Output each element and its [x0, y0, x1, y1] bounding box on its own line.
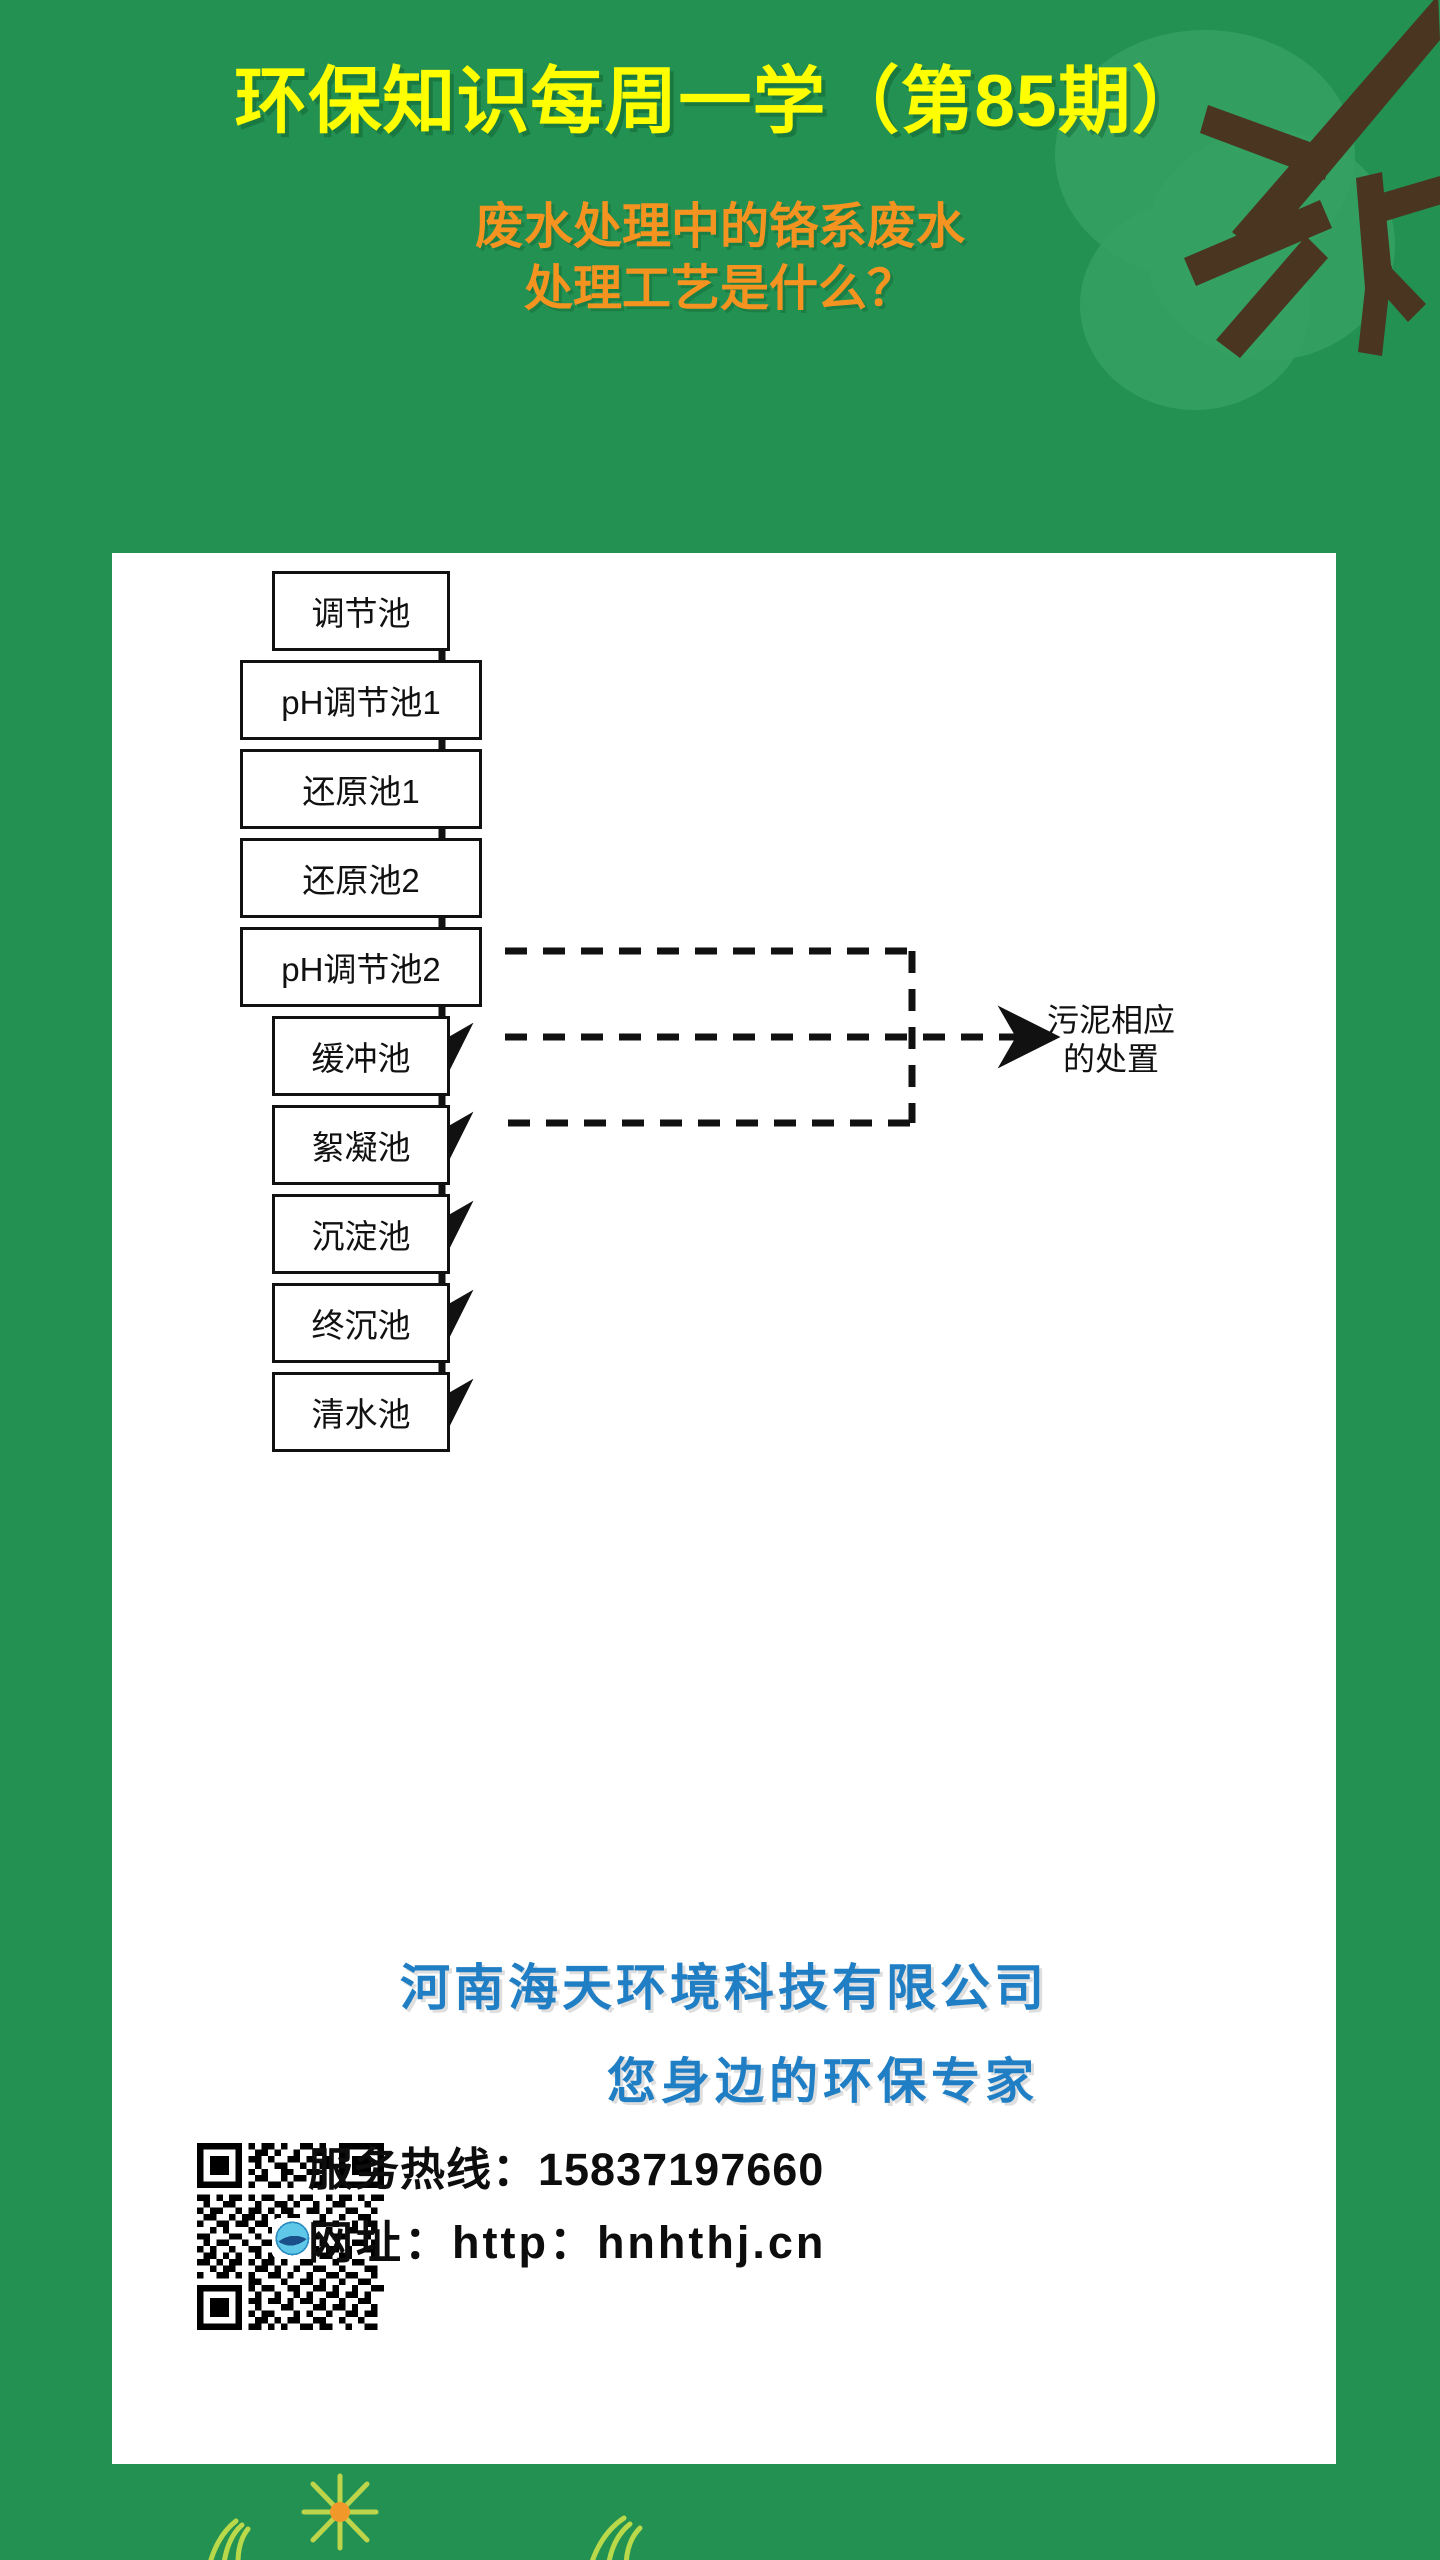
flow-node-5[interactable]: pH调节池2	[240, 927, 482, 1007]
flow-node-1[interactable]: 调节池	[272, 571, 450, 651]
flow-node-6[interactable]: 缓冲池	[272, 1016, 450, 1096]
flow-node-3[interactable]: 还原池1	[240, 749, 482, 829]
flow-node-8[interactable]: 沉淀池	[272, 1194, 450, 1274]
flow-node-4[interactable]: 还原池2	[240, 838, 482, 918]
flow-node-7[interactable]: 絮凝池	[272, 1105, 450, 1185]
grass-icon	[208, 2518, 251, 2560]
contact-block: 服务热线：15837197660 网址：http：hnhthj.cn	[308, 2133, 1318, 2279]
flow-node-2[interactable]: pH调节池1	[240, 660, 482, 740]
flowchart: 调节池 pH调节池1 还原池1 还原池2 pH调节池2 缓冲池 絮凝池 沉淀池 …	[112, 553, 1336, 1913]
page-title: 环保知识每周一学（第85期）	[234, 61, 1206, 142]
website-text: 网址：http：hnhthj.cn	[308, 2217, 827, 2268]
subtitle-line-2: 处理工艺是什么？	[523, 262, 916, 317]
content-card: 调节池 pH调节池1 还原池1 还原池2 pH调节池2 缓冲池 絮凝池 沉淀池 …	[112, 553, 1336, 2464]
company-slogan: 您身边的环保专家	[606, 2055, 1039, 2109]
sludge-label-line-2: 的处置	[1063, 1041, 1160, 1078]
flow-node-9[interactable]: 终沉池	[272, 1283, 450, 1363]
wechat-qr-code[interactable]	[197, 2143, 384, 2330]
company-name: 河南海天环境科技有限公司	[400, 1960, 1048, 2016]
subtitle-line-1: 废水处理中的铬系废水	[474, 200, 965, 254]
grass-icon	[590, 2515, 643, 2560]
page-subtitle: 废水处理中的铬系废水 处理工艺是什么？	[0, 196, 1440, 320]
flow-node-10[interactable]: 清水池	[272, 1372, 450, 1452]
sludge-label-line-1: 污泥相应	[1047, 1002, 1176, 1038]
sludge-disposal-label: 污泥相应 的处置	[1047, 1001, 1175, 1079]
sparkle-icon	[301, 2473, 379, 2551]
tree-branch-icon	[1184, 0, 1440, 358]
hotline-text: 服务热线：15837197660	[308, 2144, 825, 2195]
